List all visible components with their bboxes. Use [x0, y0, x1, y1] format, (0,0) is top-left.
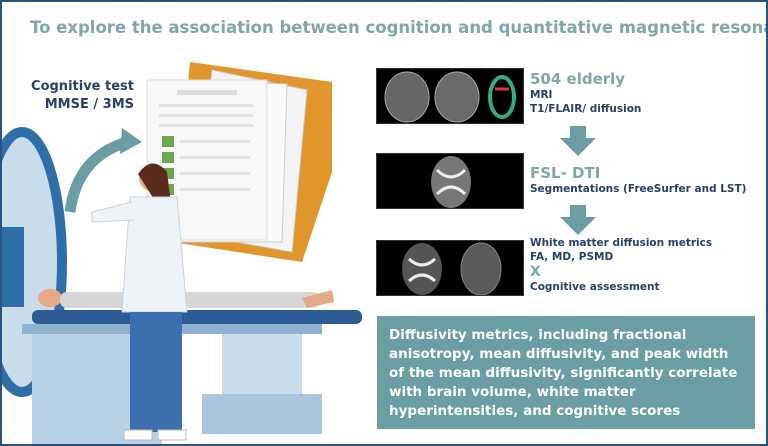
down-arrow-icon	[560, 126, 596, 156]
step-1-text: 504 elderly MRI T1/FLAIR/ diffusion	[530, 70, 641, 116]
step-2-text: FSL- DTI Segmentations (FreeSurfer and L…	[530, 164, 746, 196]
result-box: Diffusivity metrics, including fractiona…	[377, 316, 755, 429]
fsl-dti-image	[376, 153, 524, 209]
step-1-line: MRI	[530, 89, 553, 101]
folder-icon	[146, 62, 332, 262]
mri-image-t1	[376, 68, 524, 124]
step-2-line: Segmentations (FreeSurfer and LST)	[530, 183, 747, 195]
step-3-line: Cognitive assessment	[530, 281, 660, 293]
cross-symbol: X	[530, 264, 541, 280]
down-arrow-icon	[560, 205, 596, 235]
step-3-text: White matter diffusion metrics FA, MD, P…	[530, 236, 712, 294]
cognitive-line2: MMSE / 3MS	[44, 97, 134, 112]
curved-arrow-icon	[64, 136, 129, 213]
step-3-line: White matter diffusion metrics	[530, 237, 713, 249]
step-1-line: T1/FLAIR/ diffusion	[530, 103, 642, 115]
step-3-line: FA, MD, PSMD	[530, 251, 614, 263]
cognitive-line1: Cognitive test	[31, 79, 134, 94]
cognitive-test-label: Cognitive test MMSE / 3MS	[22, 78, 134, 114]
step-2-heading: FSL- DTI	[530, 164, 601, 182]
diffusion-metric-images	[376, 240, 524, 296]
title: To explore the association between cogni…	[30, 18, 768, 37]
mri-scanner-illustration	[2, 62, 362, 444]
step-1-heading: 504 elderly	[530, 70, 626, 88]
